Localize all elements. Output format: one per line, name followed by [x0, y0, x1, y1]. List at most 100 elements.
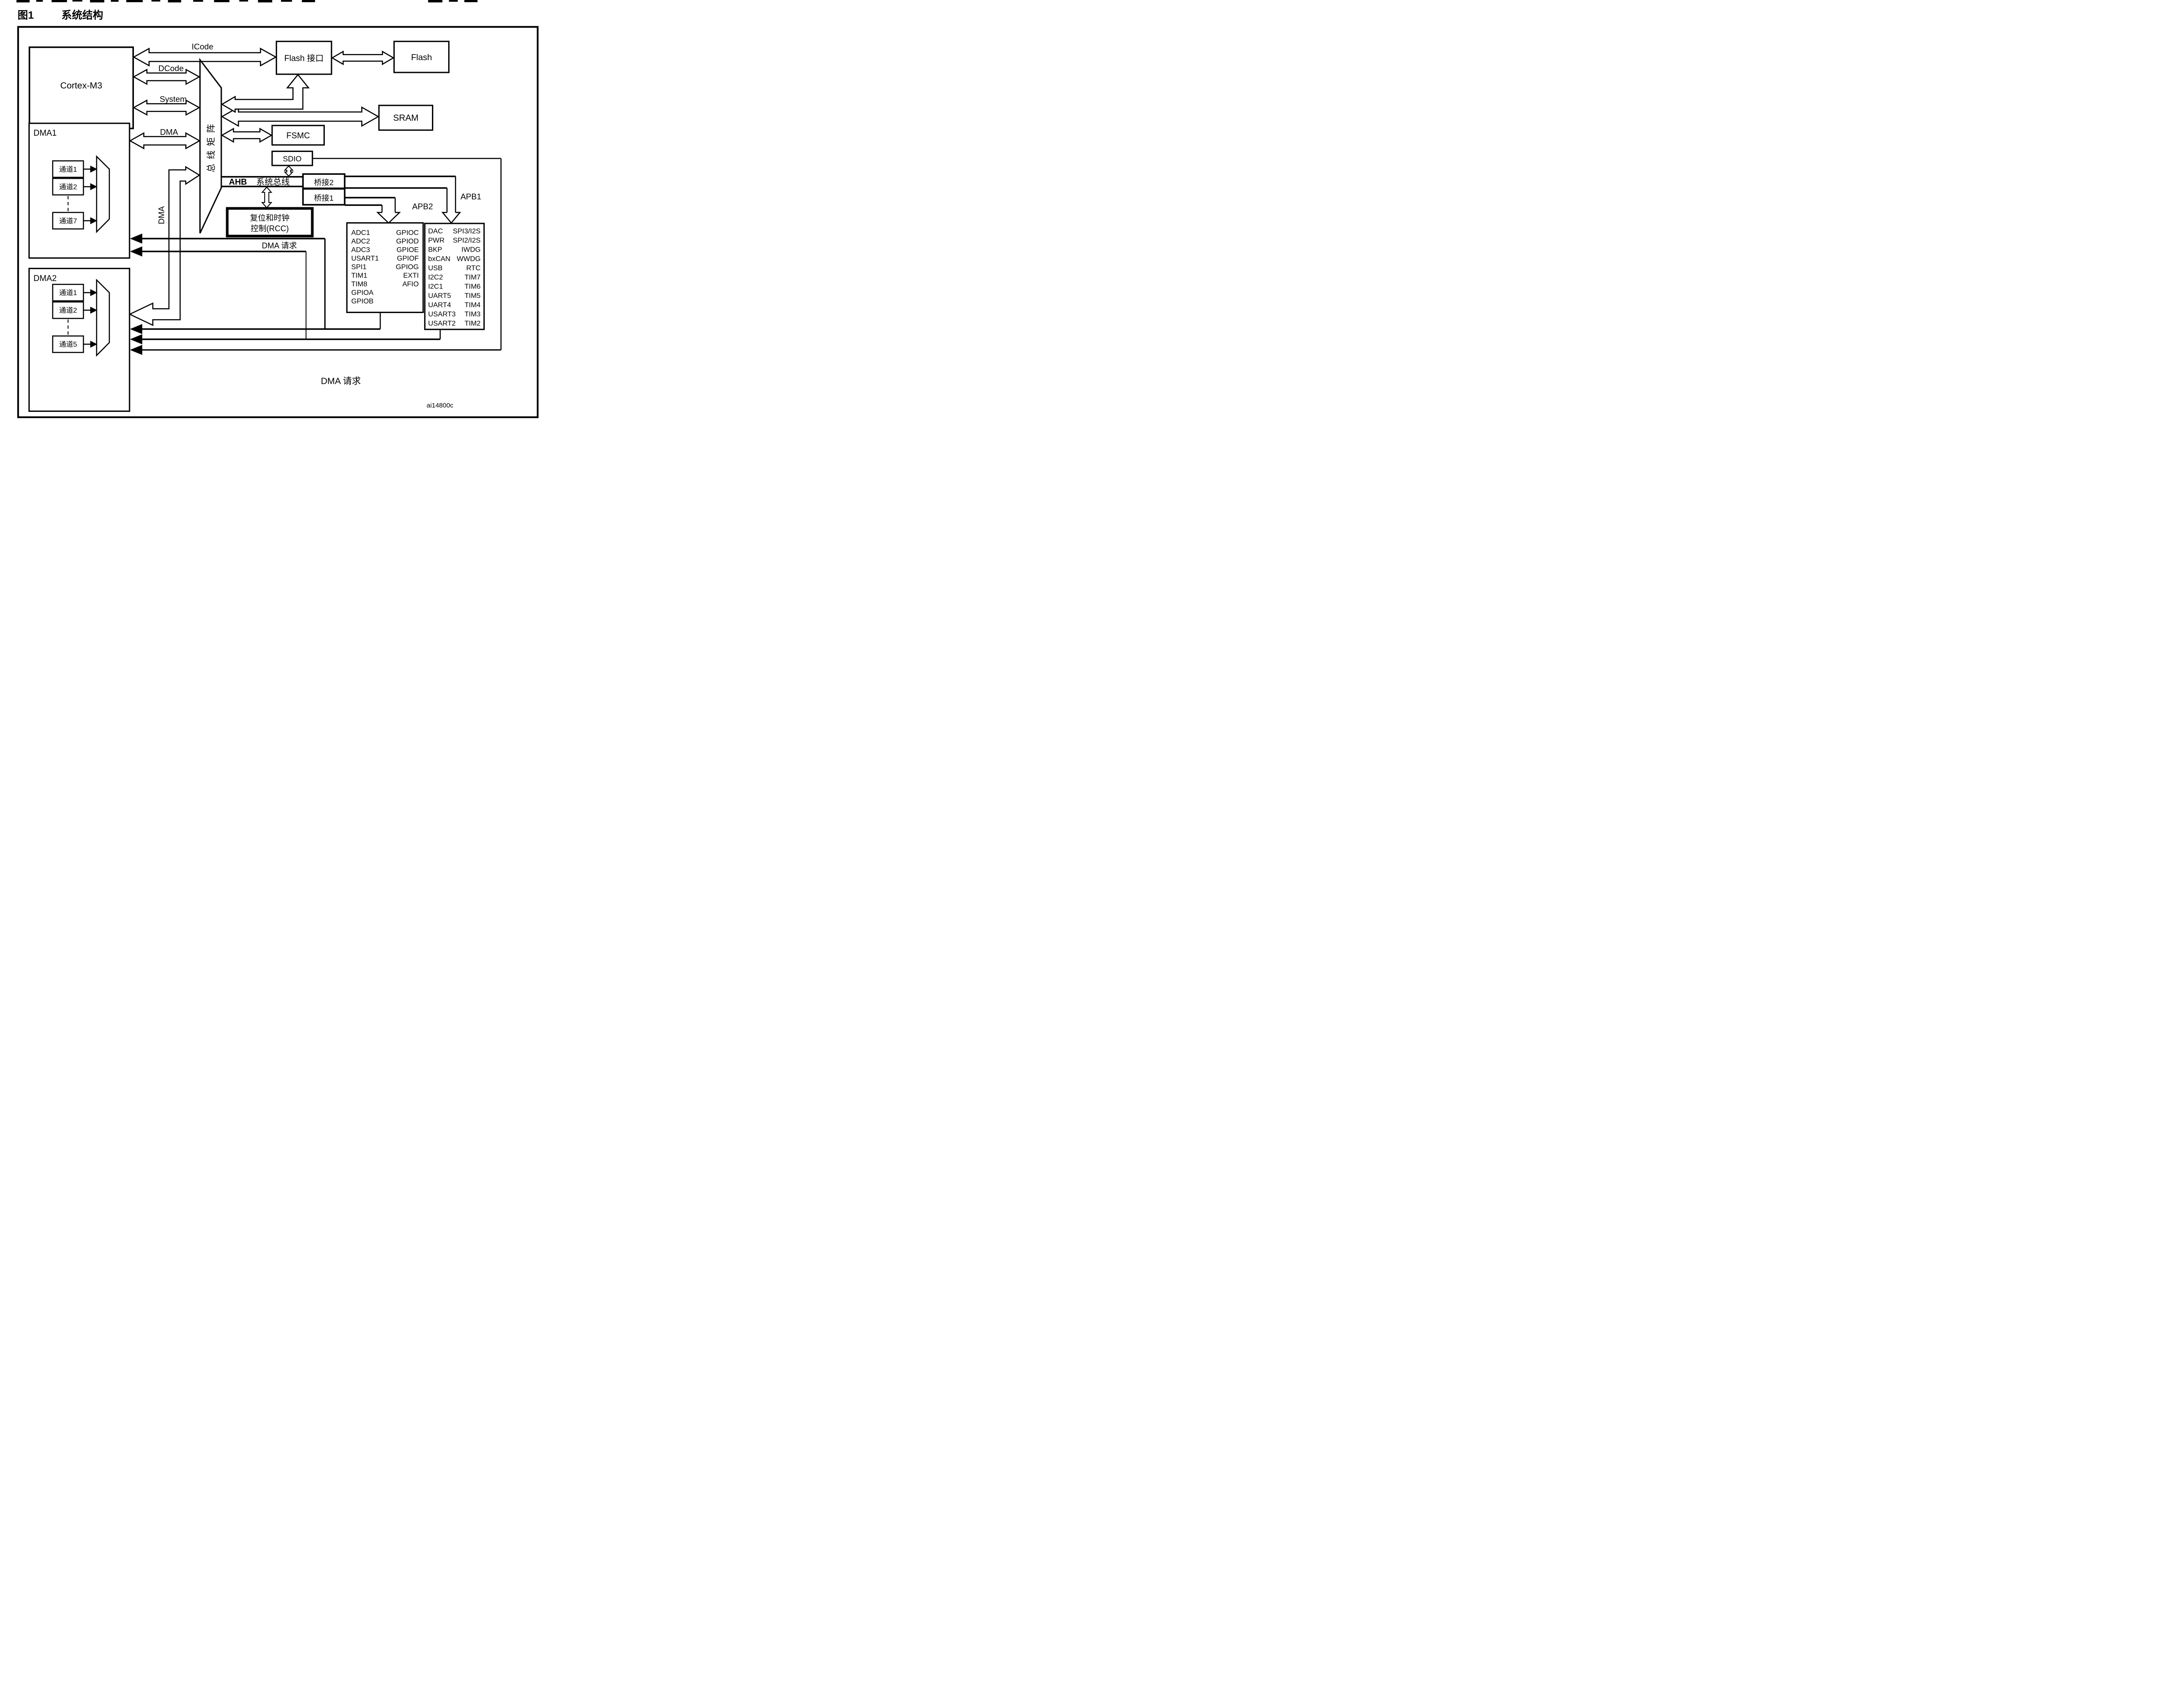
- flash-interface-label: Flash 接口: [284, 54, 324, 63]
- list-item: bxCAN: [428, 255, 450, 263]
- list-item: TIM5: [464, 292, 481, 299]
- dma2-channel-arrows: [83, 292, 91, 345]
- list-item: UART5: [428, 292, 451, 299]
- ahb-bus-lines: [221, 175, 456, 206]
- list-item: PWR: [428, 237, 444, 244]
- fsmc-label: FSMC: [286, 131, 310, 141]
- dma2-channel-arrowheads: [90, 289, 97, 348]
- list-item: UART4: [428, 301, 451, 309]
- sram-label: SRAM: [393, 113, 419, 123]
- list-item: SPI3/I2S: [453, 227, 481, 235]
- figure-page: 图1 系统结构: [0, 0, 546, 421]
- bus-matrix-label: 总线矩阵: [206, 120, 216, 173]
- bus-matrix-shape: [199, 58, 222, 234]
- list-item: I2C2: [428, 274, 443, 281]
- list-item: EXTI: [403, 272, 419, 280]
- list-item: GPIOE: [396, 246, 419, 254]
- icode-label: ICode: [192, 42, 213, 51]
- list-item: IWDG: [461, 246, 481, 253]
- figure-title: 系统结构: [61, 9, 103, 22]
- list-item: GPIOC: [396, 229, 419, 237]
- list-item: TIM8: [351, 281, 367, 288]
- dma1-label: DMA1: [33, 129, 57, 138]
- system-label: System: [160, 94, 187, 104]
- list-item: USART1: [351, 255, 379, 263]
- ahb-bus-label-prefix: AHB: [229, 178, 247, 187]
- dma1-channel1-label: 通道1: [59, 166, 77, 173]
- system-architecture-diagram: 图1 系统结构: [16, 0, 539, 418]
- list-item: TIM1: [351, 272, 367, 280]
- ahb-bus-label-suffix: 系统总线: [256, 177, 290, 187]
- flash-box: [393, 40, 450, 73]
- list-item: TIM3: [464, 310, 481, 318]
- list-item: GPIOB: [351, 298, 374, 305]
- dma1-channel-arrowheads: [90, 166, 97, 224]
- dma2-channel2-box: [52, 301, 84, 319]
- figure-number: 图1: [18, 10, 34, 22]
- list-item: ADC2: [351, 238, 370, 245]
- list-item: SPI2/I2S: [453, 237, 481, 244]
- list-item: TIM7: [464, 274, 481, 281]
- list-item: ADC1: [351, 229, 370, 237]
- list-item: ADC3: [351, 246, 370, 254]
- bridge2-label: 桥接2: [314, 178, 334, 187]
- list-item: SPI1: [351, 263, 367, 271]
- dma-request-top-label: DMA 请求: [262, 242, 297, 250]
- dma-label: DMA: [160, 127, 179, 137]
- dma-request-arrowheads: [130, 233, 143, 355]
- fsmc-box: [271, 125, 325, 146]
- list-item: AFIO: [403, 281, 419, 288]
- cropped-text-remnants: [16, 0, 478, 3]
- sdio-label: SDIO: [283, 155, 302, 163]
- list-item: USB: [428, 264, 443, 272]
- rcc-label-line2: 控制(RCC): [251, 224, 289, 233]
- list-item: GPIOA: [351, 289, 374, 297]
- dma2-channel1-label: 通道1: [59, 289, 77, 297]
- list-item: USART3: [428, 310, 456, 318]
- dma1-channel7-box: [52, 212, 84, 230]
- bridge1-label: 桥接1: [314, 194, 334, 202]
- dma-vertical-label: DMA: [157, 206, 166, 224]
- list-item: TIM4: [464, 301, 481, 309]
- cortex-box: [29, 46, 134, 130]
- cortex-label: Cortex-M3: [60, 80, 102, 90]
- list-item: TIM2: [464, 320, 481, 327]
- apb2-label: APB2: [412, 202, 433, 211]
- dma2-channel1-box: [52, 284, 84, 302]
- flash-label: Flash: [411, 53, 432, 62]
- rcc-label-line1: 复位和时钟: [250, 214, 289, 223]
- apb1-label: APB1: [461, 192, 481, 201]
- dma2-label: DMA2: [33, 274, 57, 283]
- list-item: I2C1: [428, 283, 443, 290]
- list-item: GPIOD: [396, 238, 419, 245]
- apb1-peripheral-list: DAC PWR BKP bxCAN USB I2C2 I2C1 UART5 UA…: [428, 227, 481, 327]
- rcc-box: [226, 207, 314, 238]
- system-bus-arrow: [132, 99, 201, 116]
- dcode-bus-arrow: [132, 69, 201, 85]
- list-item: DAC: [428, 227, 443, 235]
- list-item: USART2: [428, 320, 456, 327]
- dma2-arbiter-shape: [96, 278, 110, 357]
- list-item: RTC: [466, 264, 481, 272]
- list-item: WWDG: [457, 255, 481, 263]
- sdio-box: [271, 151, 313, 166]
- apb2-peripherals-box: [346, 222, 424, 313]
- dma1-arbiter-shape: [96, 155, 110, 234]
- list-item: TIM6: [464, 283, 481, 290]
- bridge1-box: [302, 188, 345, 206]
- dcode-label: DCode: [158, 64, 184, 73]
- dma2-channel2-label: 通道2: [59, 307, 77, 314]
- dma-request-lines: [141, 158, 502, 351]
- apb1-peripherals-box: [424, 223, 485, 330]
- dma1-channel7-label: 通道7: [59, 217, 77, 225]
- dma1-channel2-box: [52, 178, 84, 196]
- apb2-peripheral-list: ADC1 ADC2 ADC3 USART1 SPI1 TIM1 TIM8 GPI…: [351, 229, 419, 305]
- figure-code: ai14800c: [427, 402, 453, 409]
- list-item: BKP: [428, 246, 442, 253]
- dma1-channel2-label: 通道2: [59, 183, 77, 191]
- sram-box: [378, 105, 433, 131]
- flash-interface-box: [276, 40, 332, 75]
- dma-request-bottom-label: DMA 请求: [321, 376, 361, 386]
- list-item: GPIOF: [397, 255, 419, 263]
- list-item: GPIOG: [396, 263, 418, 271]
